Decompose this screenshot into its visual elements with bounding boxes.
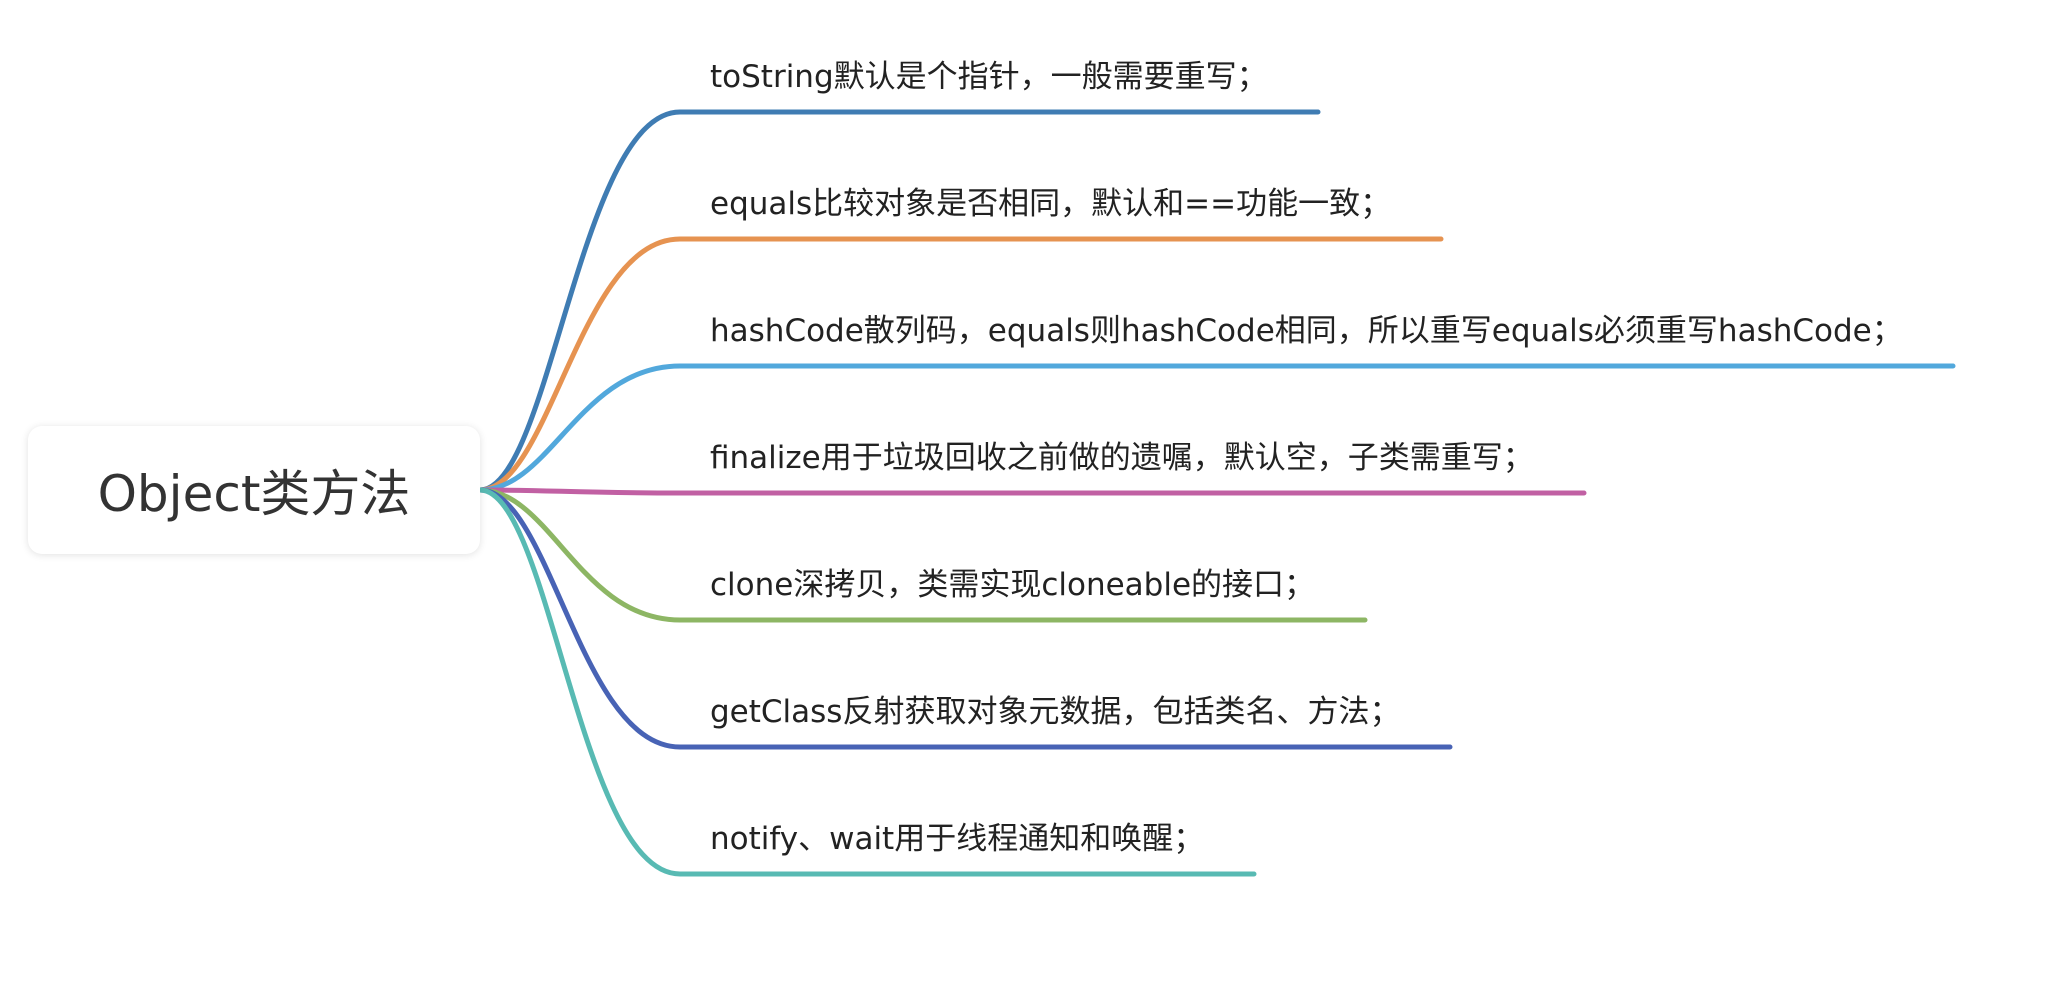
branch-label-notify-wait[interactable]: notify、wait用于线程通知和唤醒； — [710, 821, 1205, 857]
branch-label-hashcode[interactable]: hashCode散列码，equals则hashCode相同，所以重写equals… — [710, 313, 1903, 349]
branch-connector-7 — [477, 487, 1257, 877]
branch-label-equals[interactable]: equals比较对象是否相同，默认和==功能一致； — [710, 186, 1392, 222]
branch-label-getclass[interactable]: getClass反射获取对象元数据，包括类名、方法； — [710, 694, 1401, 730]
root-node[interactable]: Object类方法 — [28, 426, 480, 554]
branch-connector-6 — [477, 487, 1453, 750]
branch-label-clone[interactable]: clone深拷贝，类需实现cloneable的接口； — [710, 567, 1316, 603]
branch-connector-2 — [477, 236, 1444, 493]
branch-connector-3 — [477, 363, 1956, 493]
branch-connector-4 — [477, 487, 1587, 496]
branch-connector-5 — [477, 487, 1368, 623]
branch-label-tostring[interactable]: toString默认是个指针，一般需要重写； — [710, 59, 1268, 95]
branch-connector-1 — [477, 109, 1321, 493]
branch-label-finalize[interactable]: finalize用于垃圾回收之前做的遗嘱，默认空，子类需重写； — [710, 440, 1534, 476]
root-label: Object类方法 — [97, 465, 411, 523]
